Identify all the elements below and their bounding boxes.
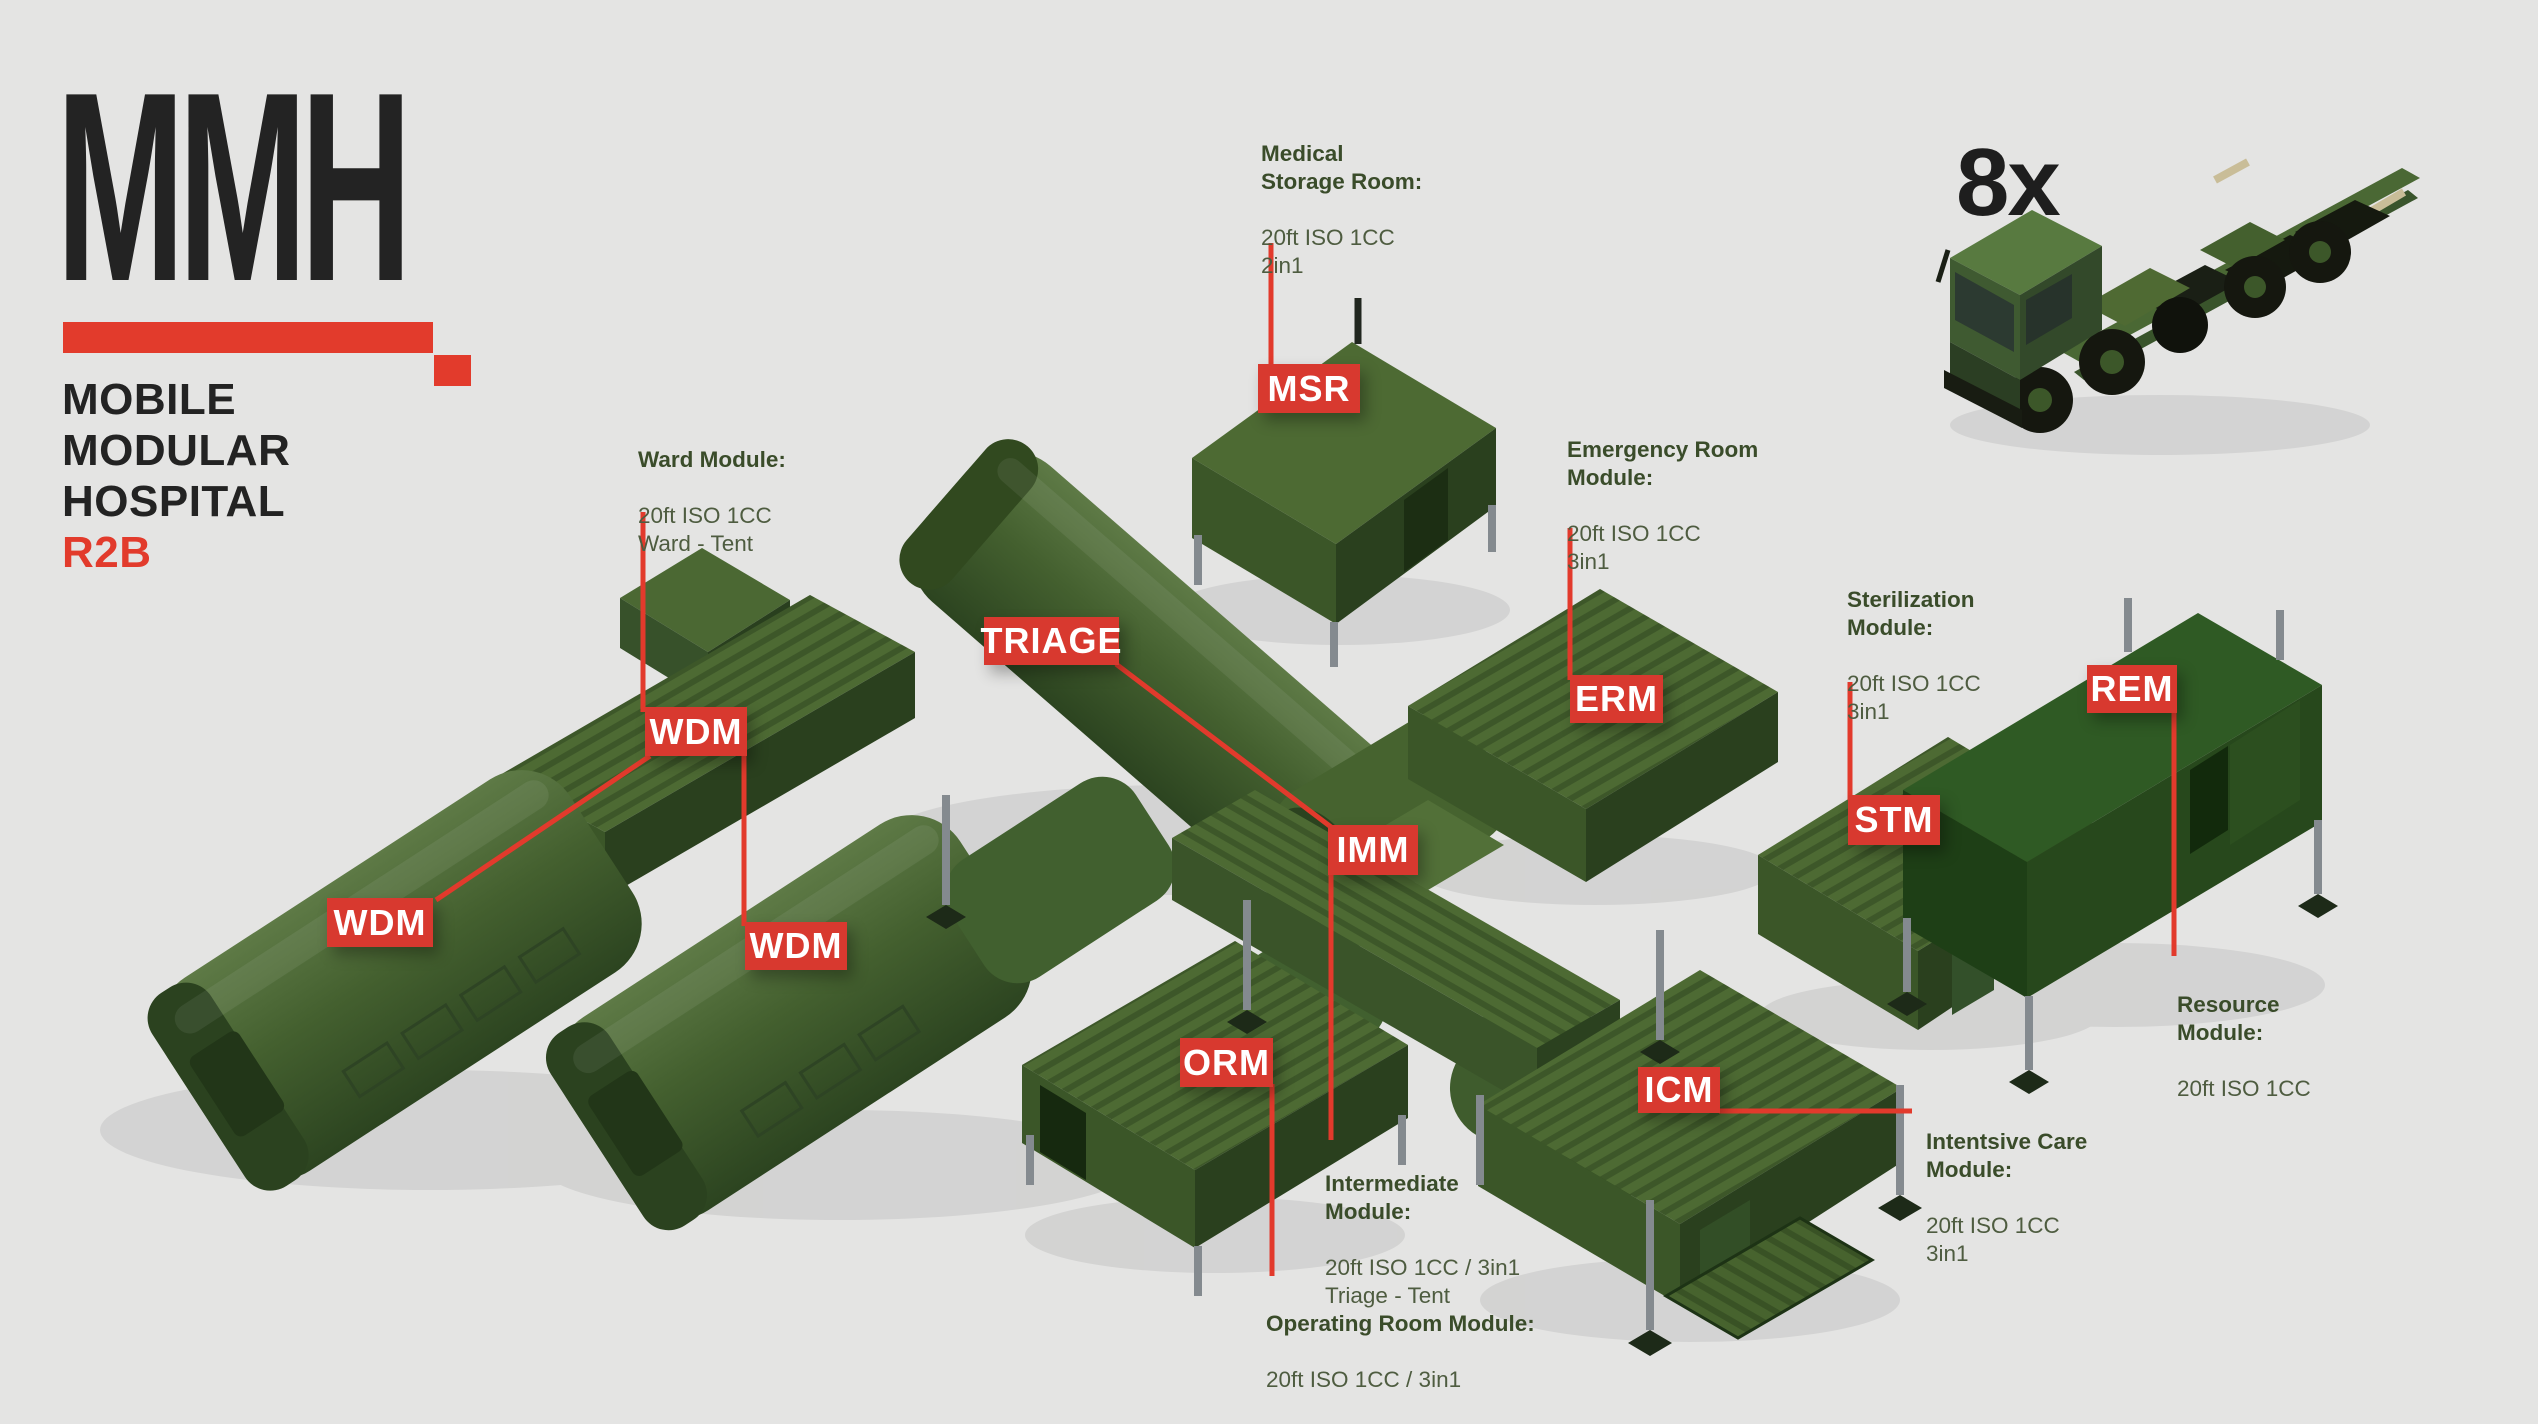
- label-sterilization: Sterilization Module: 20ft ISO 1CC 3in1: [1847, 558, 1981, 754]
- leader-lines: [434, 243, 2177, 1276]
- label-intermediate-title: Intermediate Module:: [1325, 1171, 1459, 1224]
- badge-wdm-top: WDM: [645, 707, 747, 756]
- label-ward-details: 20ft ISO 1CC Ward - Tent: [638, 503, 772, 556]
- corridor-connector-shape: [944, 776, 1176, 984]
- label-resource-title: Resource Module:: [2177, 992, 2280, 1045]
- label-medical-storage: Medical Storage Room: 20ft ISO 1CC 2in1: [1261, 112, 1422, 308]
- truck-illustration: [1935, 158, 2420, 433]
- label-intensive-care-title: Intentsive Care Module:: [1926, 1129, 2088, 1182]
- label-resource-details: 20ft ISO 1CC: [2177, 1076, 2311, 1101]
- badge-imm: IMM: [1328, 825, 1418, 875]
- badge-msr: MSR: [1258, 364, 1360, 413]
- badge-orm: ORM: [1180, 1038, 1273, 1087]
- label-sterilization-title: Sterilization Module:: [1847, 587, 1975, 640]
- label-medical-storage-title: Medical Storage Room:: [1261, 141, 1423, 194]
- label-intermediate-details: 20ft ISO 1CC / 3in1 Triage - Tent: [1325, 1255, 1521, 1308]
- badge-icm: ICM: [1638, 1067, 1720, 1113]
- label-intensive-care: Intentsive Care Module: 20ft ISO 1CC 3in…: [1926, 1100, 2087, 1296]
- badge-rem: REM: [2087, 665, 2177, 713]
- badge-stm: STM: [1848, 795, 1940, 845]
- label-emergency-title: Emergency Room Module:: [1567, 437, 1759, 490]
- label-operating-room: Operating Room Module: 20ft ISO 1CC / 3i…: [1266, 1282, 1535, 1422]
- logo-red-square: [434, 355, 471, 386]
- leader-line-wdm-diagonal: [434, 753, 652, 903]
- label-emergency-details: 20ft ISO 1CC 3in1: [1567, 521, 1701, 574]
- logo-name: MOBILE MODULAR HOSPITAL: [62, 375, 291, 526]
- logo-red-bar: [63, 322, 433, 353]
- badge-wdm-right: WDM: [745, 922, 847, 970]
- label-sterilization-details: 20ft ISO 1CC 3in1: [1847, 671, 1981, 724]
- label-ward: Ward Module: 20ft ISO 1CC Ward - Tent: [638, 418, 786, 586]
- label-operating-room-details: 20ft ISO 1CC / 3in1: [1266, 1367, 1462, 1392]
- msr-module-shape: [1192, 298, 1496, 667]
- icm-module-shape: [926, 795, 1922, 1356]
- badge-wdm-left: WDM: [327, 898, 433, 947]
- label-medical-storage-details: 20ft ISO 1CC 2in1: [1261, 225, 1395, 278]
- leader-line-triage: [1114, 662, 1333, 829]
- badge-triage: TRIAGE: [981, 617, 1122, 665]
- badge-erm: ERM: [1570, 675, 1663, 723]
- logo-acronym: MMH: [56, 36, 412, 338]
- label-ward-title: Ward Module:: [638, 447, 786, 472]
- label-intermediate: Intermediate Module: 20ft ISO 1CC / 3in1…: [1325, 1142, 1520, 1338]
- label-operating-room-title: Operating Room Module:: [1266, 1311, 1535, 1336]
- label-emergency: Emergency Room Module: 20ft ISO 1CC 3in1: [1567, 408, 1758, 604]
- label-resource: Resource Module: 20ft ISO 1CC: [2177, 963, 2311, 1131]
- logo-variant: R2B: [62, 528, 152, 577]
- truck-count-label: 8x: [1956, 129, 2061, 236]
- label-intensive-care-details: 20ft ISO 1CC 3in1: [1926, 1213, 2060, 1266]
